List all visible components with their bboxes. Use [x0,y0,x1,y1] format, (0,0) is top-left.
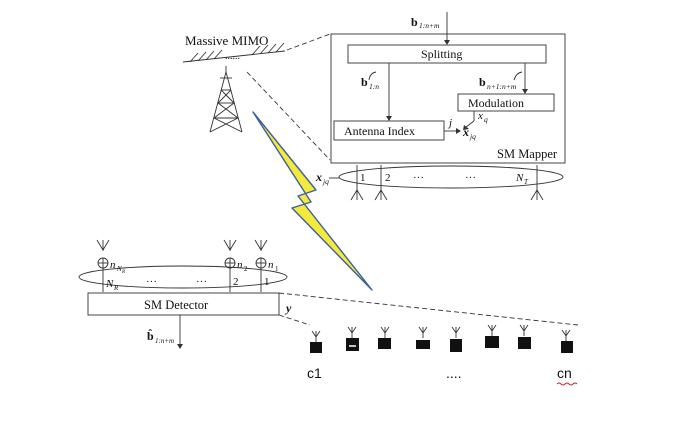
modulation-label: Modulation [468,96,524,110]
antenna-icon [223,239,237,251]
tower-icon [209,66,243,133]
xjq-label: x [462,125,469,139]
splitting-label: Splitting [421,47,462,61]
rx-n-nr-subsub: R [121,270,125,275]
tx-2-label: 2 [385,172,391,184]
device-icon [450,326,462,352]
b-second-label: b [479,75,486,89]
zoom-line-devices-top [278,292,579,326]
xq-label: x [477,110,483,122]
tx-nt-label: N [515,172,524,184]
rx-n-nr-label: n [110,259,116,271]
tx-xjq-label: x [315,170,322,184]
b-first-label: b [361,75,368,89]
b-total-label: b [411,15,418,29]
xq-sub: q [484,115,488,124]
sm-detector-box [87,292,280,316]
device-icon [378,326,391,349]
antenna-array-dots: ...... [225,51,240,62]
antenna-index-box [333,120,445,141]
zoom-line-top [286,33,331,51]
xjq-sub: jq [469,132,476,141]
device-cn-label: cn [557,365,572,381]
antenna-icon [254,239,268,251]
rx-2-label: 2 [233,276,239,288]
rx-n2-sub: 2 [244,265,248,273]
tx-antenna-row: x jq 1 2 ··· ··· N T [315,165,564,201]
device-dots-label: .... [446,365,462,381]
device-icon [346,326,359,351]
rx-antenna-group-ellipse [78,265,288,289]
sm-mapper-label: SM Mapper [497,147,558,161]
receiver-group: n N R n 2 n 1 N R ··· ··· 2 1 SM Detecto… [78,239,292,349]
device-icon [485,324,499,348]
bhat-sub: 1:n+m [155,337,174,345]
device-row: c1 .... cn [307,324,578,386]
lightning-bolt-icon [252,111,373,291]
tx-xjq-sub: jq [322,177,329,186]
device-icon [416,326,430,349]
spellcheck-underline [556,382,578,386]
sm-mapper-block: SM Mapper b 1:n+m Splitting b 1:n b n+1:… [330,12,566,164]
rx-nr-label: N [105,278,114,290]
device-icon [561,329,573,353]
y-label: y [284,301,292,315]
b-first-sub: 1:n [369,82,379,91]
antenna-icon [96,239,110,251]
tx-1-label: 1 [360,172,366,184]
device-icon [518,324,531,349]
modulation-box [457,93,555,112]
device-icon [310,330,322,353]
antenna-icon [374,189,388,201]
antenna-icon [350,189,364,201]
rx-dots: ··· [146,276,157,288]
sm-detector-label: SM Detector [144,298,209,312]
massive-mimo-label: Massive MIMO [185,33,268,48]
b-total-sub: 1:n+m [419,21,440,30]
rx-n1-sub: 1 [275,265,279,273]
j-label: j [447,117,452,129]
device-c1-label: c1 [307,365,322,381]
rx-1-label: 1 [264,276,270,288]
zoom-line-devices-bottom [278,314,311,326]
tx-dots-2: ··· [465,172,476,184]
rx-n1-label: n [268,259,274,271]
b-second-sub: n+1:n+m [487,82,517,91]
zoom-line-bottom [246,71,331,161]
xq-arrow [465,120,475,128]
rx-dots-2: ··· [196,276,207,288]
rx-nr-sub: R [113,284,119,292]
bhat-label: b̂ [147,329,154,343]
antenna-index-label: Antenna Index [344,124,415,138]
antenna-icon [530,189,544,201]
rx-n-nr-sub: N [116,265,122,273]
tx-antenna-group-ellipse [338,165,564,189]
tx-nt-sub: T [524,178,529,186]
massive-mimo-group: Massive MIMO ...... [182,33,286,133]
rx-n2-label: n [237,259,243,271]
splitting-box [347,44,547,64]
antenna-array-icon [182,42,286,63]
tx-dots: ··· [413,172,424,184]
